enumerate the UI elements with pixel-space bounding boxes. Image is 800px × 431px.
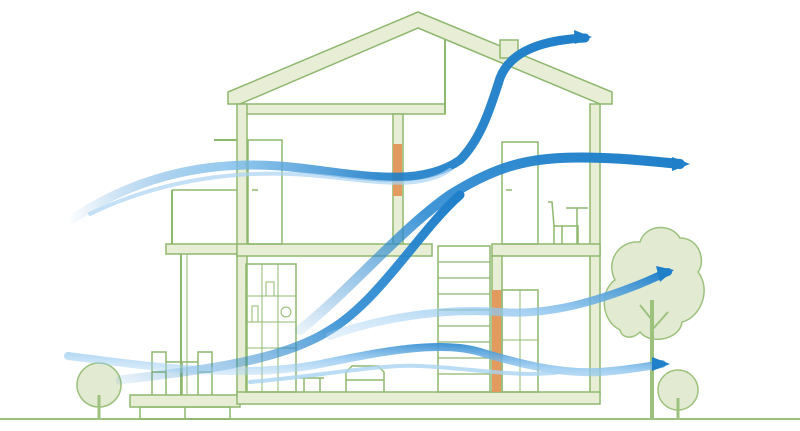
lower-right-door	[501, 289, 539, 393]
airflow-lower-stream	[326, 268, 672, 340]
tree-icon	[76, 362, 122, 419]
terrace-deck	[129, 394, 241, 420]
tree-icon	[657, 369, 699, 419]
tree-icon	[603, 226, 705, 419]
chair-icon	[548, 201, 579, 244]
upper-left-door	[247, 139, 283, 245]
sofa-icon	[345, 365, 385, 392]
vent-opening-lower	[492, 290, 501, 392]
airflow-mid-stream	[295, 152, 685, 335]
vent-opening-upper	[393, 144, 402, 196]
airflow-upper-stream	[63, 33, 590, 227]
house-structure	[214, 11, 613, 405]
airflow-ground-stream	[64, 342, 666, 377]
arrow-right	[574, 30, 592, 44]
arrow-right	[672, 157, 690, 171]
arrow-right	[652, 357, 670, 371]
airflow-streams	[63, 33, 685, 385]
table-icon	[300, 377, 324, 392]
table-icon	[566, 207, 588, 244]
upper-right-door	[501, 141, 539, 245]
arrow-right	[656, 266, 674, 282]
